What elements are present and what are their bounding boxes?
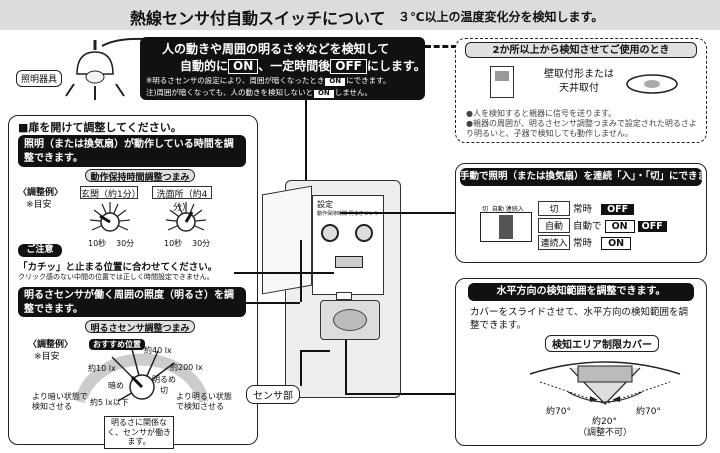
caution-title: ご注意	[18, 244, 62, 257]
device-mode-switch[interactable]	[335, 256, 363, 268]
dial-b-max: 30分	[192, 239, 211, 248]
brightness-dial[interactable]	[62, 335, 222, 425]
sensor-connector-h	[300, 350, 330, 352]
right-top-bullet2: ●親器の周囲が、明るさセンサ調整つまみで設定された明るさより明るいと、子器で検知…	[466, 119, 697, 138]
wall-sensor-icon	[490, 66, 514, 98]
time-dial-b[interactable]	[162, 200, 210, 240]
brightness-connector	[240, 302, 300, 304]
lamp-icon	[65, 40, 125, 100]
mode-switch-knob[interactable]	[499, 215, 513, 239]
lx200-label: 約200 lx	[170, 363, 203, 372]
panel-label: 設定	[317, 200, 333, 209]
sensor-connector	[300, 350, 302, 386]
ceiling-sensor-icon	[626, 74, 678, 94]
brightness-dial-title: 明るさセンサ調整つまみ	[85, 320, 195, 334]
mount-label: 壁取付形または天井取付	[544, 69, 614, 94]
caution-connector	[234, 272, 334, 274]
lx10-label: 約10 lx	[88, 364, 116, 373]
time-box-title: 照明（または換気扇）が動作している時間を調整できます。	[18, 135, 246, 167]
mid-connector	[390, 212, 455, 214]
page-subtitle: ３℃以上の温度変化分を検知します。	[398, 10, 604, 24]
panel-knob-labels: 動作保持時間 明るさセンサ	[317, 211, 379, 217]
device-door[interactable]	[262, 185, 312, 295]
switch-positions: 切 自動 連続入	[482, 206, 524, 213]
mode-row-off: 切 常時 OFF	[538, 201, 698, 218]
brighter-note: より明るい状態で検知させる	[176, 392, 232, 411]
dial-b-tag: 洗面所（約4分）	[152, 186, 212, 213]
time-dial-title: 動作保持時間調整つまみ	[85, 169, 195, 183]
top-connector	[305, 100, 307, 180]
brightness-box-title: 明るさセンサが働く周囲の照度（明るさ）を調整できます。	[18, 287, 246, 317]
darker-note: より暗い状態で検知させる	[32, 392, 88, 411]
mode-switch[interactable]	[480, 212, 532, 242]
off-label: 切	[160, 386, 168, 395]
caution-line2: クリック感のない中間の位置では正しく時間設定できません。	[18, 273, 214, 281]
angle-right: 約70°	[636, 407, 661, 417]
on-badge: ON	[228, 59, 259, 75]
left-heading: ■扉を開けて調整してください。	[18, 121, 182, 134]
example-label: 〈調整例〉	[18, 188, 64, 198]
right-mid-title: 手動で照明（または換気扇）を連続「入」・「切」にできます。	[460, 168, 720, 186]
dial-a-min: 10秒	[88, 239, 107, 248]
right-bot-title: 水平方向の検知範囲を調整できます。	[468, 283, 694, 301]
right-bot-panel	[455, 278, 707, 446]
lamp-label: 照明器具	[16, 70, 63, 87]
brightness-knob[interactable]	[355, 224, 373, 242]
top-line1: 人の動きや周囲の明るさ※などを検知して	[162, 42, 390, 56]
bright-label: 明るめ	[152, 375, 176, 384]
angle-left: 約70°	[546, 407, 571, 417]
lx40-label: 約40 lx	[144, 346, 172, 355]
lx5-label: 約5 lx以下	[90, 398, 129, 407]
bot-connector-h	[345, 393, 455, 395]
sensor-window	[320, 300, 380, 340]
brightness-connector-v	[300, 240, 302, 302]
example-label-2: 〈調整例〉	[28, 340, 74, 350]
manual-switch[interactable]	[336, 292, 352, 300]
mode-rows: 切 常時 OFF 自動 自動で ON OFF 連続入 常時 ON	[538, 201, 698, 252]
angle-mid: 約20°	[592, 417, 617, 427]
dial-b-min: 10秒	[164, 239, 183, 248]
right-top-title: 2か所以上から検知させてご使用のとき	[465, 42, 697, 58]
bot-connector-v	[345, 340, 347, 395]
dark-label: 暗め	[108, 381, 124, 390]
title-bar	[0, 0, 720, 30]
mode-row-on: 連続入 常時 ON	[538, 235, 698, 252]
mode-row-auto: 自動 自動で ON OFF	[538, 218, 698, 235]
sensor-label: センサ部	[246, 385, 300, 404]
example-sub-2: ※目安	[34, 352, 60, 362]
sensor-lens	[333, 309, 367, 331]
caution-line1: 「カチッ」と止まる位置に合わせてください。	[18, 262, 218, 273]
time-knob[interactable]	[321, 224, 339, 242]
detection-area-diagram	[529, 361, 681, 405]
off-badge: OFF	[330, 59, 367, 75]
mid-connector-2	[340, 212, 390, 214]
dashed-connector	[425, 45, 457, 48]
right-top-bullet1: ●人を検知すると親器に信号を送ります。	[466, 109, 617, 118]
right-bot-desc: カバーをスライドさせて、水平方向の検知範囲を調整できます。	[470, 307, 689, 332]
cover-label: 検知エリア制限カバー	[545, 335, 659, 352]
time-dial-a[interactable]	[86, 200, 134, 240]
example-sub: ※目安	[26, 200, 52, 210]
page-title: 熱線センサ付自動スイッチについて	[130, 9, 386, 28]
dial-a-max: 30分	[116, 239, 135, 248]
angle-mid-note: （調整不可）	[578, 428, 633, 438]
off-note: 明るさに関係なく、センサが働きます。	[104, 416, 174, 449]
device-panel: 設定 動作保持時間 明るさセンサ	[312, 195, 384, 295]
dial-a-tag: 玄関（約1分）	[80, 186, 141, 200]
recommended-badge: おすすめ位置	[89, 339, 145, 350]
